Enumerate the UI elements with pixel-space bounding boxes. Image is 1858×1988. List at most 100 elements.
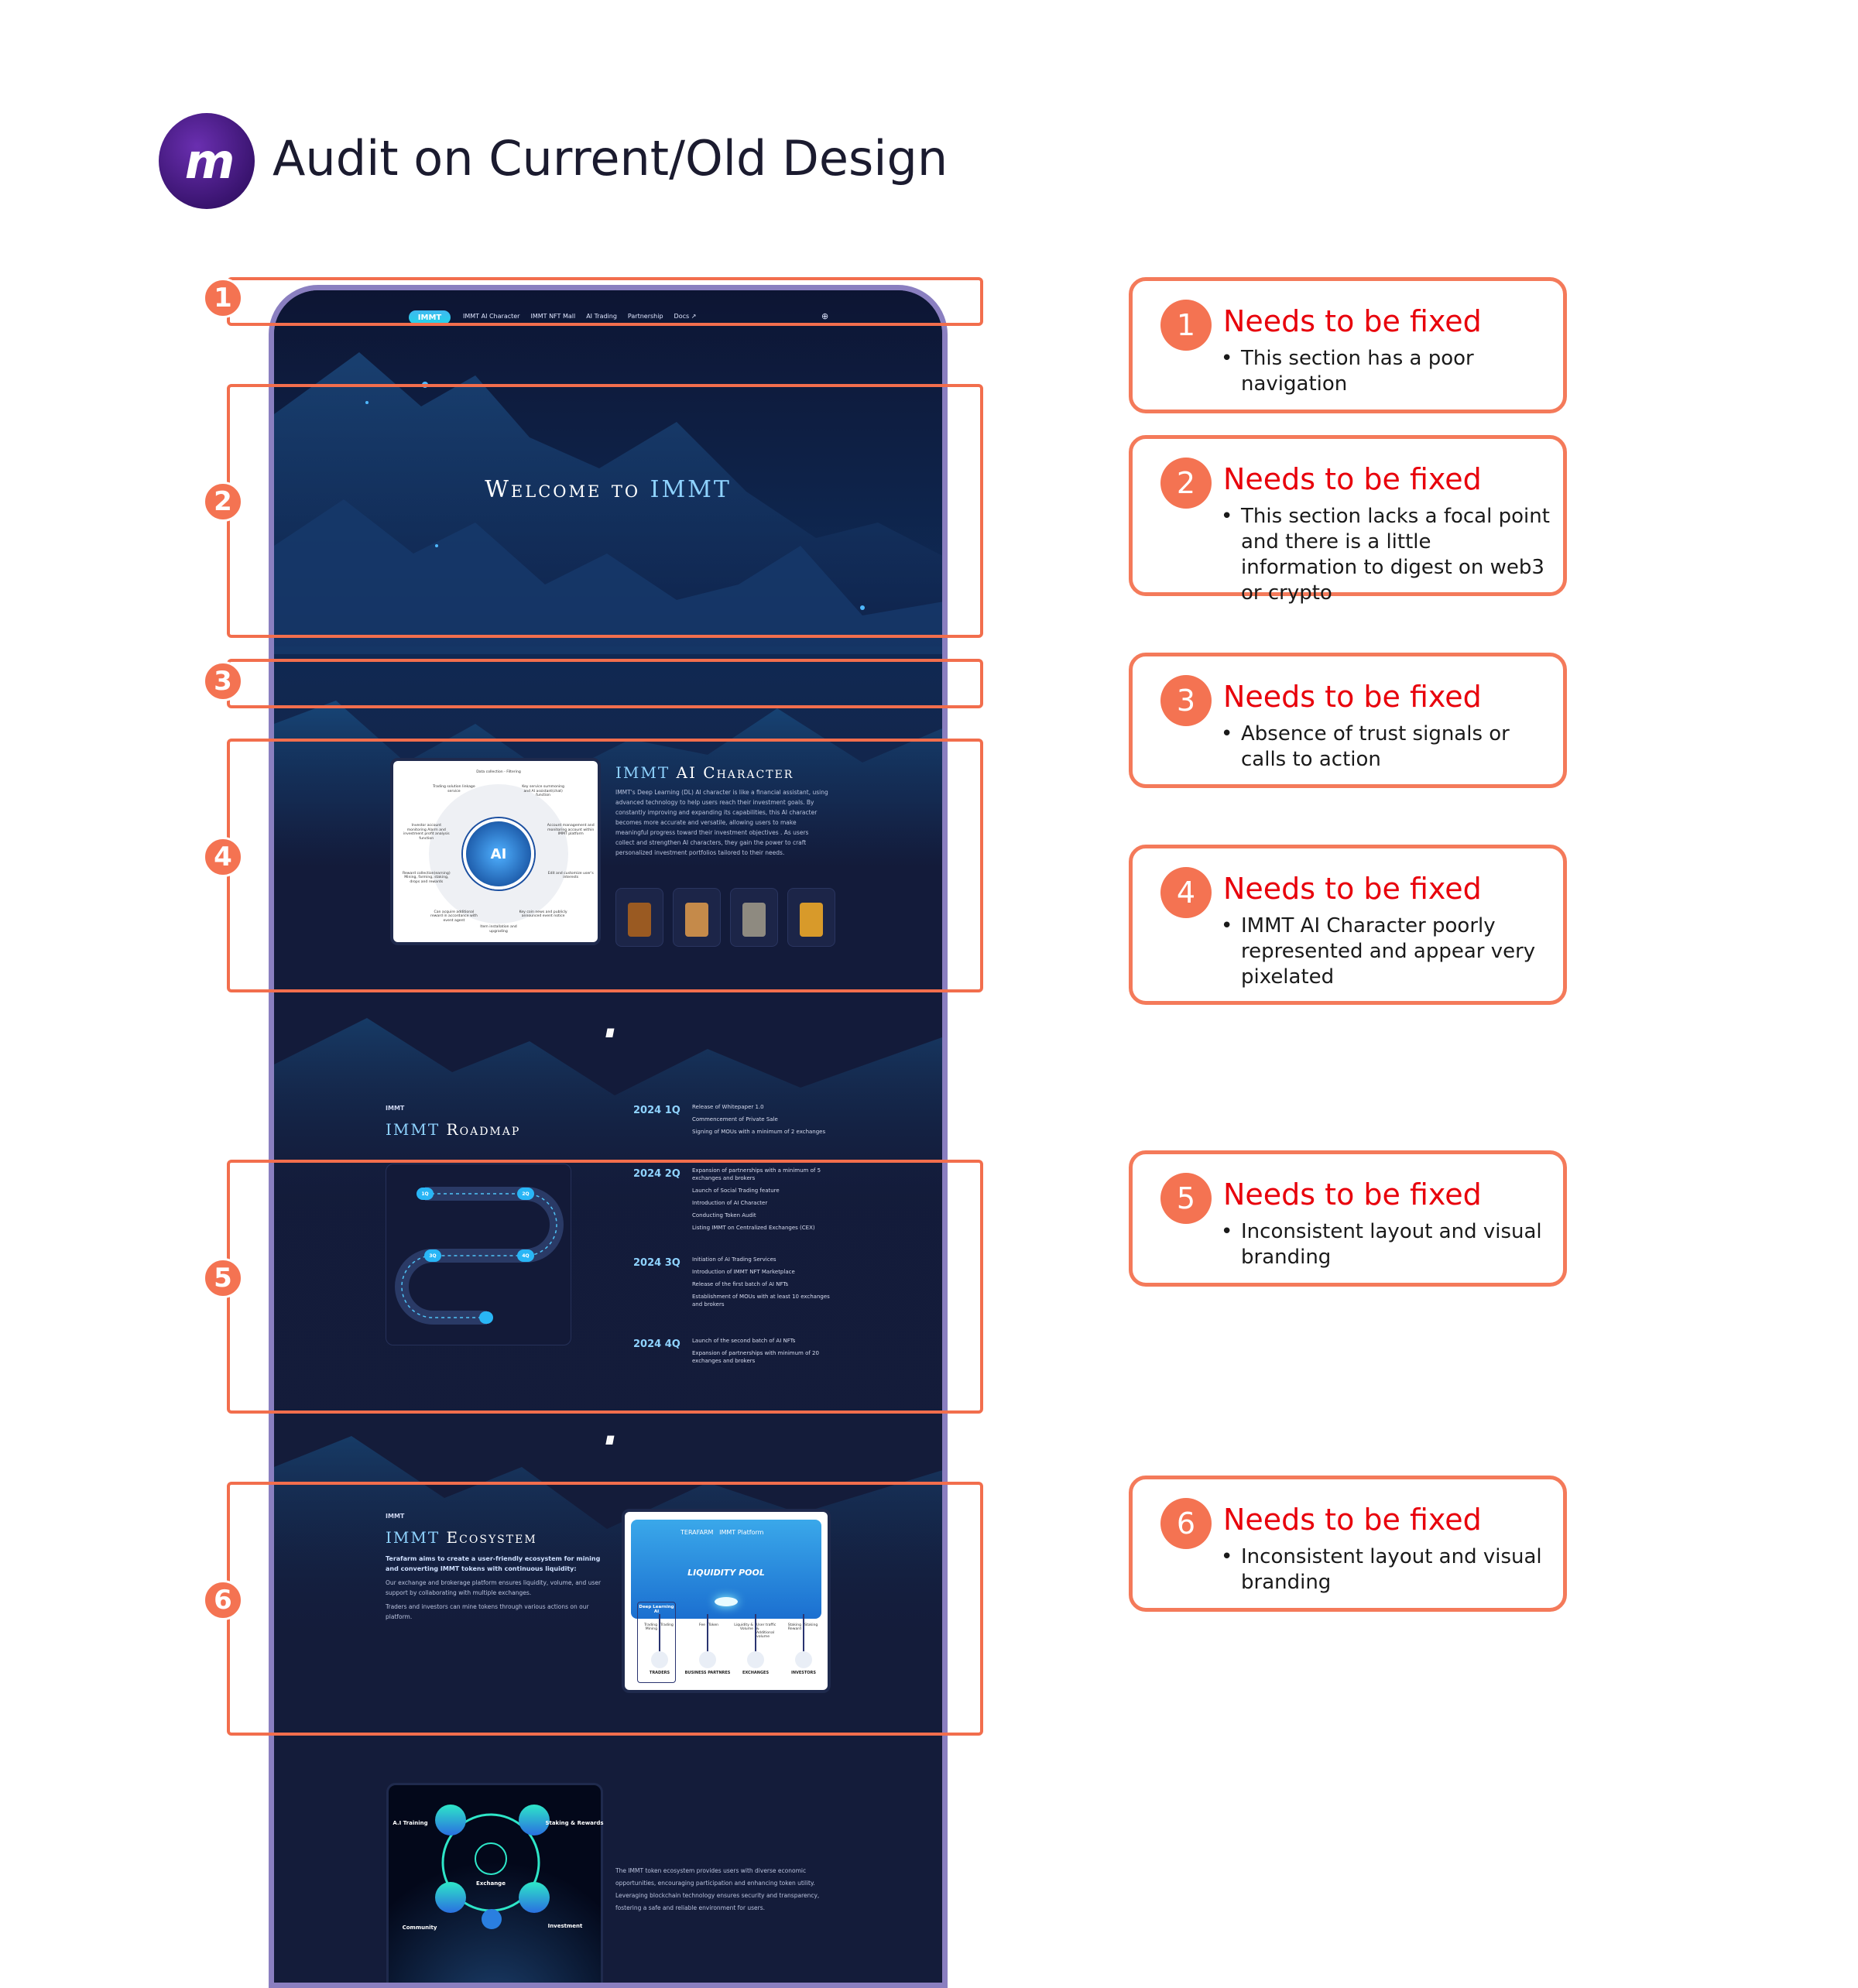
group-label-left: Liquidity & Volume xyxy=(734,1623,753,1631)
ecosystem-p1: Our exchange and brokerage platform ensu… xyxy=(386,1579,602,1596)
group-connector xyxy=(803,1614,804,1653)
top-nav: IMMT IMMT AI Character IMMT NFT Mall AI … xyxy=(274,310,942,326)
annotation-badge-6: 6 xyxy=(203,1580,243,1620)
divider-logo-icon: III xyxy=(605,1433,615,1448)
roadmap-item: Launch of the second batch of AI NFTs xyxy=(692,1338,796,1344)
note-number-badge: 4 xyxy=(1160,867,1212,918)
liquidity-diagram-card: TERAFARM IMMT Platform LIQUIDITY POOL De… xyxy=(622,1509,831,1693)
note-description: Inconsistent layout and visual branding xyxy=(1221,1544,1551,1596)
note-title: Needs to be fixed xyxy=(1223,680,1482,714)
exchange-label: Exchange xyxy=(476,1880,506,1887)
ai-label: A.I Training xyxy=(393,1820,428,1826)
roadmap-items: Expansion of partnerships with a minimum… xyxy=(692,1167,831,1232)
group-icon xyxy=(795,1651,812,1668)
note-description: Inconsistent layout and visual branding xyxy=(1221,1219,1551,1270)
dl-label: Deep Learning AI xyxy=(639,1605,674,1614)
nav-ai-trading[interactable]: AI Trading xyxy=(586,313,617,320)
investment-node-icon xyxy=(519,1882,550,1913)
annotation-box-2 xyxy=(227,384,983,638)
note-title: Needs to be fixed xyxy=(1223,304,1482,338)
group-icon xyxy=(699,1651,716,1668)
roadmap-quarter: 2024 3Q xyxy=(633,1257,680,1269)
divider-logo-icon: III xyxy=(605,1026,615,1040)
diagram-label: Data collection - Filtering xyxy=(476,770,521,774)
roadmap-item: Release of the first batch of AI NFTs xyxy=(692,1281,789,1287)
ecosystem-p2: Traders and investors can mine tokens th… xyxy=(386,1603,589,1620)
note-description: IMMT AI Character poorly represented and… xyxy=(1221,913,1551,990)
hero-title: Welcome to IMMT xyxy=(485,476,732,503)
annotation-card-5: 5 Needs to be fixedInconsistent layout an… xyxy=(1129,1150,1567,1287)
note-title: Needs to be fixed xyxy=(1223,872,1482,906)
liquidity-pool-title: LIQUIDITY POOL xyxy=(687,1568,765,1578)
roadmap-eyebrow: IMMT xyxy=(386,1105,405,1112)
note-number-badge: 5 xyxy=(1160,1173,1212,1224)
roadmap-quarter: 2024 1Q xyxy=(633,1105,680,1116)
group-icon xyxy=(651,1651,668,1668)
nav-links: IMMT AI Character IMMT NFT Mall AI Tradi… xyxy=(463,313,696,320)
character-goat[interactable] xyxy=(730,888,778,947)
roadmap-item: Commencement of Private Sale xyxy=(692,1116,778,1123)
roadmap-item: Release of Whitepaper 1.0 xyxy=(692,1104,764,1110)
diagram-label: Key service summoning and AI assistant(c… xyxy=(522,785,564,798)
nav-docs[interactable]: Docs ↗ xyxy=(674,313,697,320)
roadmap-node: 4Q xyxy=(517,1249,534,1262)
nav-brand-button[interactable]: IMMT xyxy=(409,310,451,324)
globe-icon[interactable]: ⊕ xyxy=(821,311,829,321)
annotation-box-3 xyxy=(227,659,983,708)
investment-label: Investment xyxy=(547,1923,583,1929)
immt-node-icon xyxy=(482,1909,502,1929)
note-title: Needs to be fixed xyxy=(1223,1177,1482,1212)
annotation-box-1 xyxy=(227,277,983,326)
note-number-badge: 6 xyxy=(1160,1498,1212,1549)
roadmap-item: Listing IMMT on Centralized Exchanges (C… xyxy=(692,1225,815,1231)
page-title: Audit on Current/Old Design xyxy=(273,130,948,187)
note-description: Absence of trust signals or calls to act… xyxy=(1221,722,1551,773)
annotation-badge-4: 4 xyxy=(203,837,243,877)
annotation-badge-2: 2 xyxy=(203,482,243,522)
community-node-icon xyxy=(435,1882,466,1913)
annotation-box-6 xyxy=(227,1482,983,1736)
group-label-left: Trading Mining xyxy=(644,1623,657,1631)
roadmap-item: Introduction of IMMT NFT Marketplace xyxy=(692,1269,795,1275)
nav-ai-character[interactable]: IMMT AI Character xyxy=(463,313,520,320)
roadmap-path xyxy=(395,1187,564,1325)
roadmap-item: Expansion of partnerships with a minimum… xyxy=(692,1167,821,1181)
note-description: This section lacks a focal point and the… xyxy=(1221,504,1551,606)
nav-partnership[interactable]: Partnership xyxy=(627,313,663,320)
annotation-box-5 xyxy=(227,1160,983,1414)
roadmap-item: Conducting Token Audit xyxy=(692,1212,756,1219)
note-number-badge: 3 xyxy=(1160,675,1212,726)
staking-label: Staking & Rewards xyxy=(545,1820,604,1826)
character-bear[interactable] xyxy=(673,888,721,947)
diagram-label: Key coin news and publicly announced eve… xyxy=(519,910,567,919)
roadmap-item: Expansion of partnerships with minimum o… xyxy=(692,1350,819,1364)
diagram-label: Edit and customize user's interests xyxy=(547,871,594,880)
ecosystem-title: IMMT Ecosystem xyxy=(386,1528,537,1547)
group-label-right: User traffic & Additional volume xyxy=(756,1623,776,1639)
group-connector xyxy=(755,1614,756,1653)
diagram-label: Item installation and upgrading xyxy=(480,925,517,934)
roadmap-quarter: 2024 2Q xyxy=(633,1168,680,1180)
group-label-right: Trading xyxy=(660,1623,674,1627)
group-label-right: Staking xyxy=(804,1623,818,1627)
character-bull[interactable] xyxy=(615,888,663,947)
group-label-left: Staking Reward xyxy=(787,1623,801,1631)
roadmap-quarter: 2024 4Q xyxy=(633,1338,680,1350)
character-lion[interactable] xyxy=(787,888,835,947)
roadmap-node: 1Q xyxy=(417,1188,434,1200)
roadmap-end-logo-icon xyxy=(479,1311,493,1324)
roadmap-item: Launch of Social Trading feature xyxy=(692,1188,780,1194)
note-title: Needs to be fixed xyxy=(1223,1503,1482,1537)
roadmap-item: Establishment of MOUs with at least 10 e… xyxy=(692,1294,830,1308)
brand-logo: m xyxy=(159,113,255,209)
diagram-label: Account management and monitoring accoun… xyxy=(547,824,595,837)
annotation-card-6: 6 Needs to be fixedInconsistent layout an… xyxy=(1129,1476,1567,1612)
group-connector xyxy=(707,1614,708,1653)
nav-nft-mall[interactable]: IMMT NFT Mall xyxy=(530,313,576,320)
annotation-card-4: 4 Needs to be fixedIMMT AI Character poor… xyxy=(1129,845,1567,1005)
ai-character-body: IMMT's Deep Learning (DL) AI character i… xyxy=(615,789,828,856)
